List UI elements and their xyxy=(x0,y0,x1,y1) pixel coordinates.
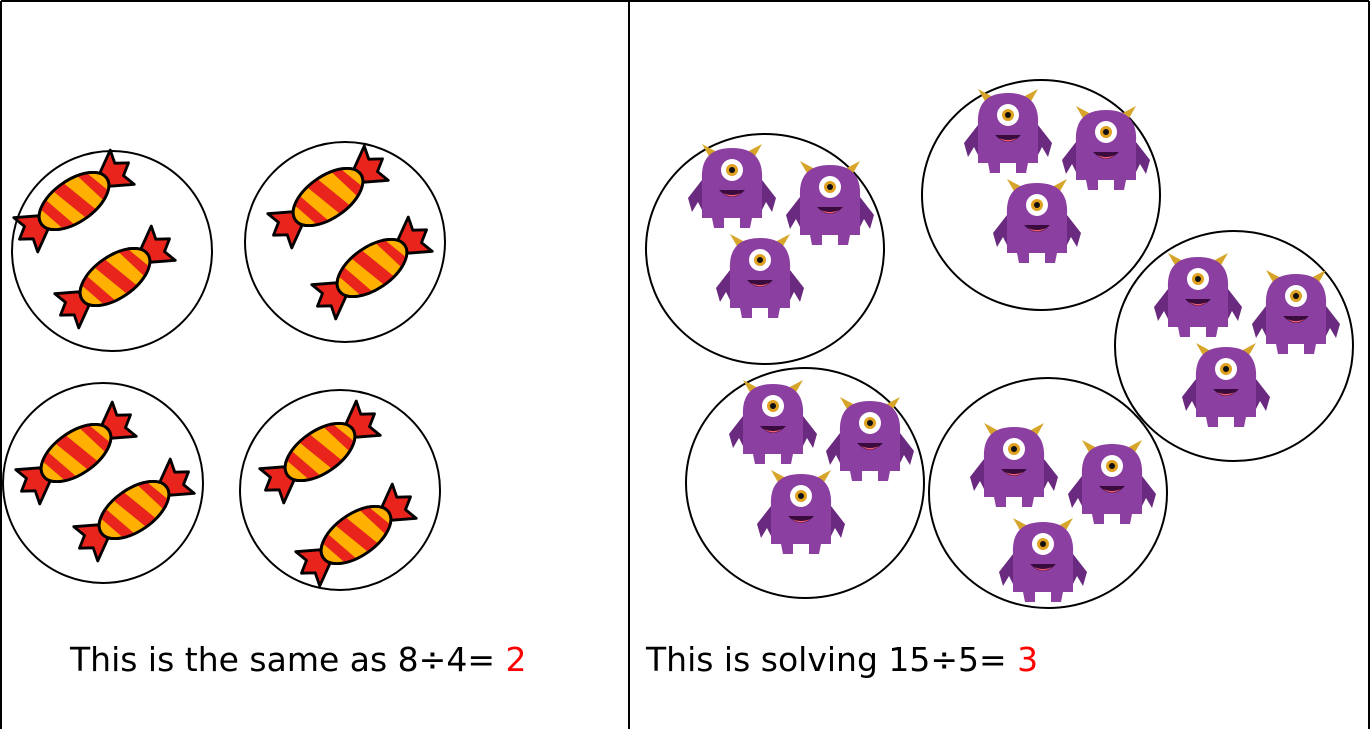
candy-group-3 xyxy=(3,383,203,583)
monster-icon xyxy=(964,89,1052,173)
candy-group-1 xyxy=(8,146,212,351)
monster-icon xyxy=(826,397,914,481)
monster-icon xyxy=(1182,343,1270,427)
right-caption-text: This is solving 15÷5= xyxy=(646,640,1007,679)
left-caption-text: This is the same as 8÷4= xyxy=(70,640,495,679)
monster-icon xyxy=(716,234,804,318)
right-answer: 3 xyxy=(1017,640,1038,679)
monster-icon xyxy=(993,179,1081,263)
left-answer: 2 xyxy=(505,640,526,679)
candy-icon xyxy=(306,213,439,324)
monster-icon xyxy=(999,518,1087,602)
right-caption: This is solving 15÷5= 3 xyxy=(646,640,1038,679)
monster-icon xyxy=(786,161,874,245)
candy-icon xyxy=(290,480,423,591)
candy-icon xyxy=(8,146,141,257)
monster-icon xyxy=(1062,106,1150,190)
monster-group-5 xyxy=(929,378,1167,608)
candy-icon xyxy=(254,397,387,508)
monster-icon xyxy=(1252,270,1340,354)
monster-group-3 xyxy=(1115,231,1353,461)
candy-icon xyxy=(49,222,182,333)
candy-group-4 xyxy=(240,390,440,590)
monster-icon xyxy=(729,380,817,464)
monster-icon xyxy=(1154,253,1242,337)
monster-icon xyxy=(1068,440,1156,524)
monster-groups xyxy=(646,80,1353,608)
monster-icon xyxy=(970,423,1058,507)
monster-group-2 xyxy=(922,80,1160,310)
left-caption: This is the same as 8÷4= 2 xyxy=(70,640,526,679)
monster-group-1 xyxy=(646,134,884,364)
candy-groups xyxy=(3,142,445,591)
monster-group-4 xyxy=(686,368,924,598)
monster-icon xyxy=(688,144,776,228)
candy-group-2 xyxy=(245,142,445,342)
candy-icon xyxy=(262,142,395,253)
monster-icon xyxy=(757,470,845,554)
